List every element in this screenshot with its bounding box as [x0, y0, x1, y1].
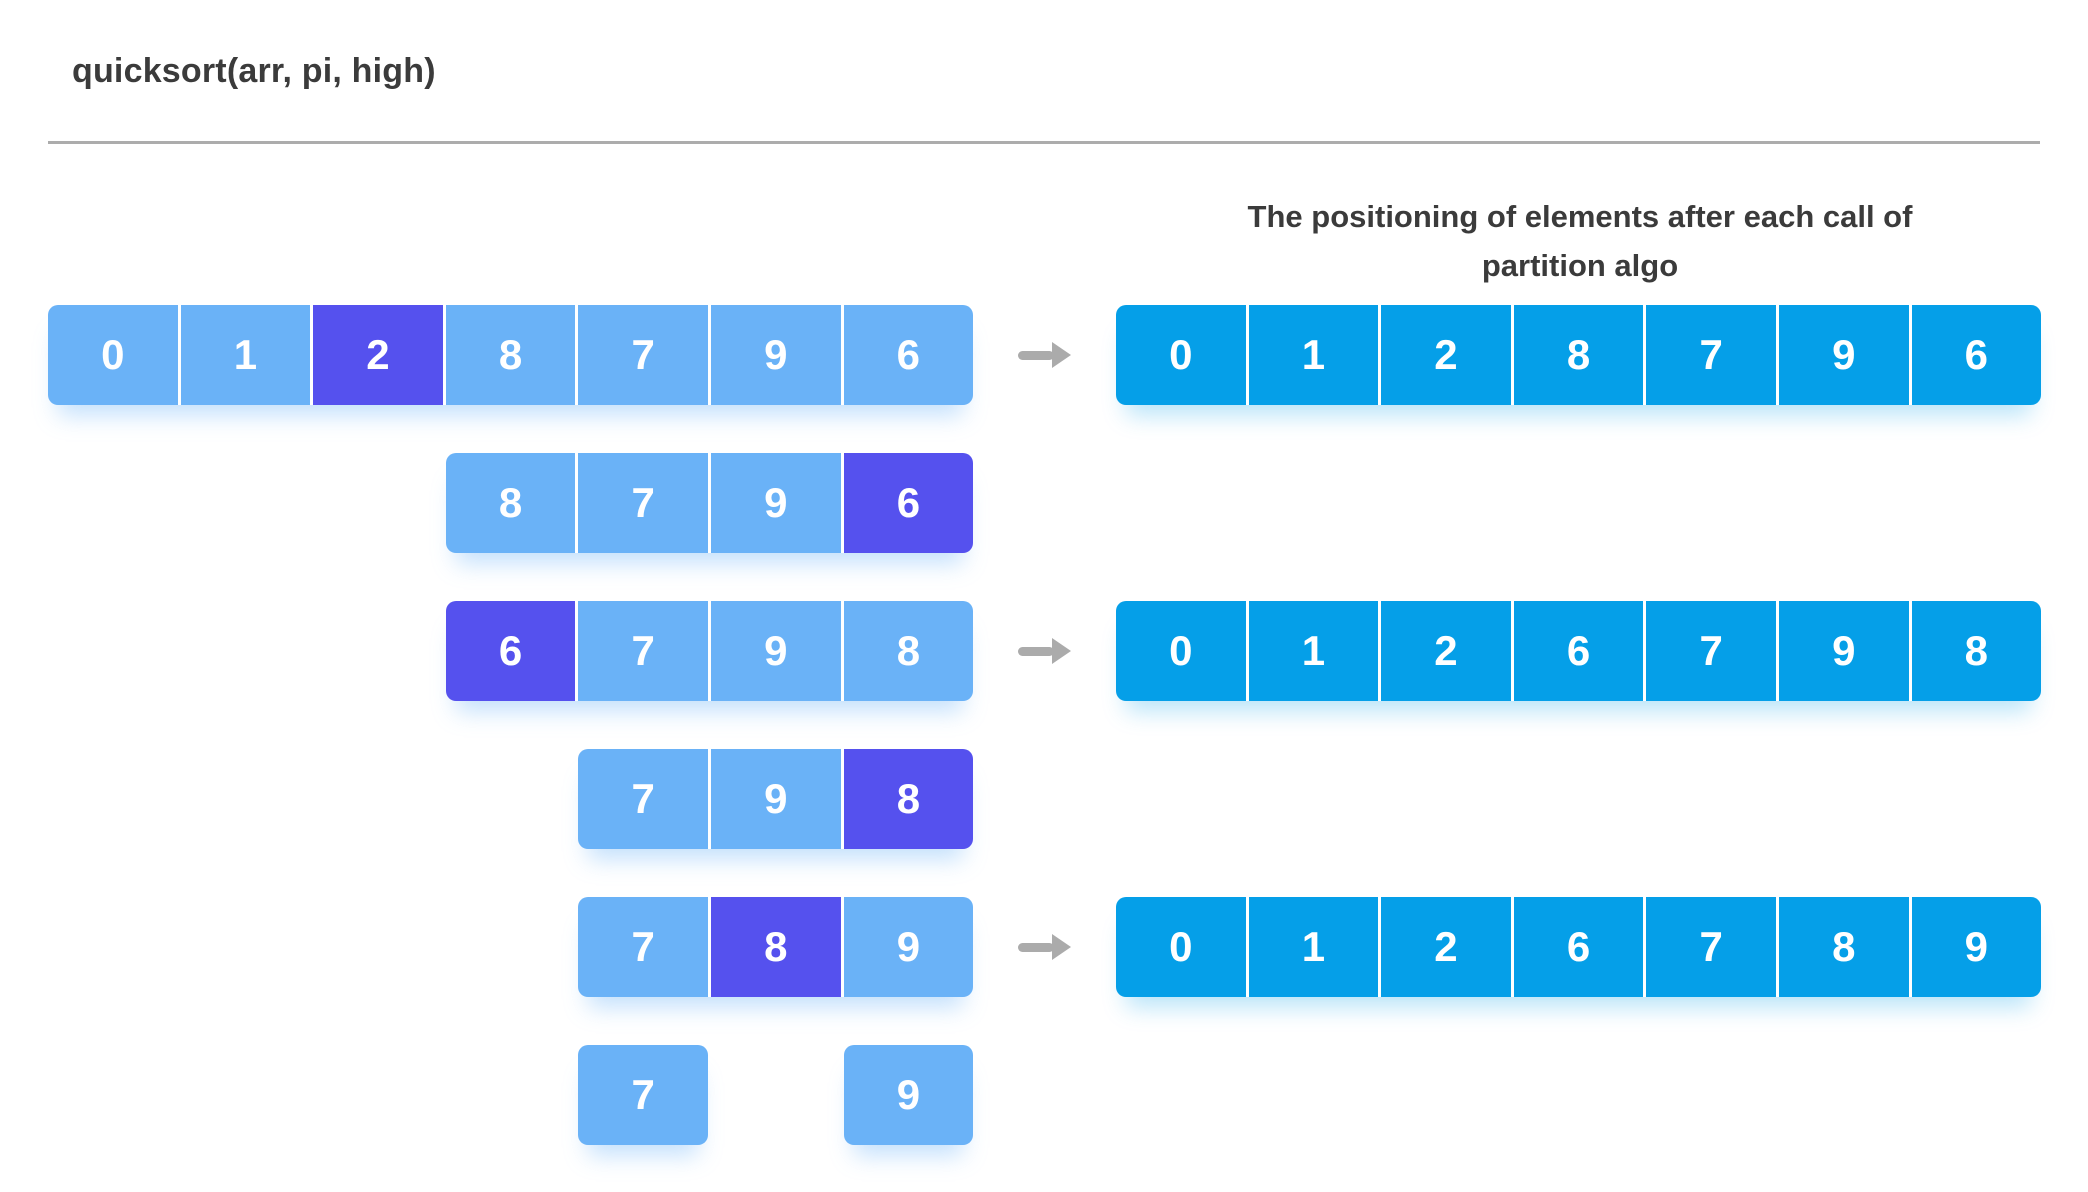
array-cell: 7 [578, 749, 708, 849]
result-array-cell: 7 [1646, 305, 1776, 405]
result-array-cell: 8 [1911, 601, 2042, 701]
partition-heading: The positioning of elements after each c… [1118, 192, 2042, 290]
arrow-head [1052, 342, 1071, 368]
array-cell: 9 [843, 897, 974, 997]
page-title: quicksort(arr, pi, high) [72, 52, 436, 90]
array-segment: 7 [578, 1045, 708, 1145]
array-cell: 0 [48, 305, 178, 405]
result-array-cell: 2 [1381, 897, 1511, 997]
array-cell: 8 [843, 601, 974, 701]
result-array-cell: 1 [1248, 897, 1379, 997]
partition-heading-line2: partition algo [1481, 248, 1679, 283]
arrow-shaft [1018, 350, 1054, 360]
result-array-cell: 0 [1116, 601, 1246, 701]
arrow-shaft [1018, 942, 1054, 952]
array-cell: 8 [445, 453, 576, 553]
result-array-cell: 2 [1381, 601, 1511, 701]
array-cell-pivot: 6 [445, 601, 576, 701]
array-segment: 9 [843, 1045, 974, 1145]
partition-heading-line1: The positioning of elements after each c… [1247, 199, 1913, 234]
result-array-cell: 1 [1248, 305, 1379, 405]
result-array-cell: 7 [1646, 601, 1776, 701]
arrow-right-icon [1018, 934, 1071, 960]
arrow-right-icon [1018, 638, 1071, 664]
array-cell: 7 [578, 453, 708, 553]
array-cell: 7 [578, 897, 708, 997]
array-cell-pivot: 2 [313, 305, 443, 405]
result-array-cell: 8 [1513, 305, 1644, 405]
arrow-shaft [1018, 646, 1054, 656]
result-array-cell: 6 [1513, 601, 1644, 701]
array-cell: 9 [710, 305, 841, 405]
result-array-cell: 9 [1778, 305, 1909, 405]
array-cell: 9 [710, 453, 841, 553]
arrow-head [1052, 638, 1071, 664]
result-array-cell: 8 [1778, 897, 1909, 997]
result-array-cell: 0 [1116, 897, 1246, 997]
result-array-cell: 2 [1381, 305, 1511, 405]
array-cell-pivot: 8 [710, 897, 841, 997]
result-array-cell: 6 [1911, 305, 2042, 405]
array-cell: 9 [710, 749, 841, 849]
array-cell-pivot: 8 [843, 749, 974, 849]
array-cell: 7 [578, 305, 708, 405]
array-cell: 8 [445, 305, 576, 405]
result-array-cell: 9 [1911, 897, 2042, 997]
array-cell: 7 [578, 601, 708, 701]
result-array-cell: 6 [1513, 897, 1644, 997]
array-cell-pivot: 6 [843, 453, 974, 553]
arrow-right-icon [1018, 342, 1071, 368]
result-array-cell: 7 [1646, 897, 1776, 997]
divider [48, 141, 2040, 144]
array-cell: 9 [710, 601, 841, 701]
array-cell: 7 [578, 1045, 708, 1145]
array-cell: 9 [843, 1045, 974, 1145]
arrow-head [1052, 934, 1071, 960]
result-array-cell: 9 [1778, 601, 1909, 701]
array-cell: 6 [843, 305, 974, 405]
result-array-cell: 1 [1248, 601, 1379, 701]
result-array-cell: 0 [1116, 305, 1246, 405]
array-cell: 1 [180, 305, 311, 405]
